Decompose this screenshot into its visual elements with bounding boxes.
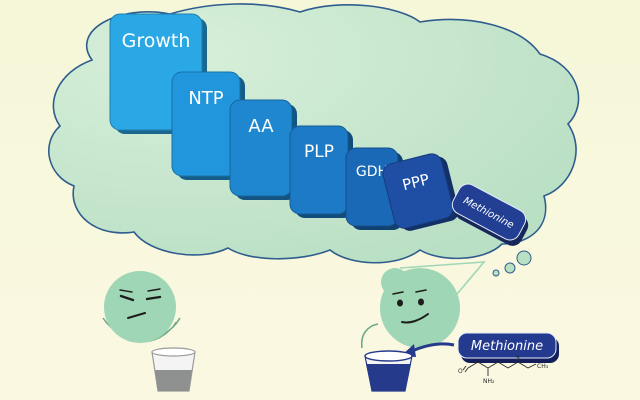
domino-ntp: NTP <box>171 71 245 180</box>
happy-mouth <box>401 313 429 324</box>
domino-face <box>451 183 527 241</box>
happy-left-eye <box>397 299 403 307</box>
sad-left-eye <box>119 294 135 302</box>
domino-ppp: PPP <box>382 153 459 231</box>
sad-character <box>102 271 181 343</box>
left-cup-liquid <box>155 370 192 391</box>
sad-left-brow <box>119 289 133 293</box>
domino-label: GDH <box>356 164 388 180</box>
methionine-molecule <box>462 361 537 376</box>
left-cup <box>151 347 196 392</box>
thought-bubble-medium <box>504 262 516 274</box>
thought-bubble-small <box>492 269 500 277</box>
sad-right-eye <box>145 295 162 301</box>
right-cup <box>364 350 413 392</box>
pour-arrow-shaft <box>411 342 455 353</box>
molecule-methyl: CH₃ <box>537 363 549 370</box>
thought-link-line <box>399 261 486 301</box>
domino-plp: PLP <box>289 125 353 218</box>
methionine-tile-face <box>457 332 557 359</box>
molecule-sulfur: S <box>516 355 520 362</box>
domino-label: Growth <box>122 30 191 52</box>
sad-mouth <box>127 312 146 319</box>
thought-bubble-large <box>516 250 532 266</box>
domino-label: NTP <box>188 88 223 109</box>
happy-character <box>360 261 486 349</box>
molecule-carbonyl <box>462 365 469 373</box>
happy-right-brow <box>415 289 427 293</box>
domino-label: AA <box>248 116 274 137</box>
domino-aa: AA <box>229 99 297 200</box>
methionine-tile: Methionine <box>457 332 559 363</box>
molecule-backbone <box>467 361 537 369</box>
domino-face <box>229 99 293 197</box>
happy-right-eye <box>418 298 424 306</box>
domino-label: PLP <box>304 142 334 162</box>
domino-face <box>289 125 349 215</box>
sad-character-head <box>104 271 176 343</box>
right-cup-liquid <box>366 364 411 391</box>
sad-right-brow <box>147 288 161 292</box>
molecule-oxygen: O <box>458 368 463 375</box>
right-cup-rim <box>364 350 413 362</box>
happy-left-brow <box>392 291 404 295</box>
domino-face <box>382 153 454 229</box>
methionine-tile-label: Methionine <box>471 339 543 354</box>
left-cup-rim <box>151 347 196 357</box>
molecule-amine: NH₂ <box>483 378 495 385</box>
happy-character-head <box>380 268 460 348</box>
happy-arm <box>360 323 379 349</box>
